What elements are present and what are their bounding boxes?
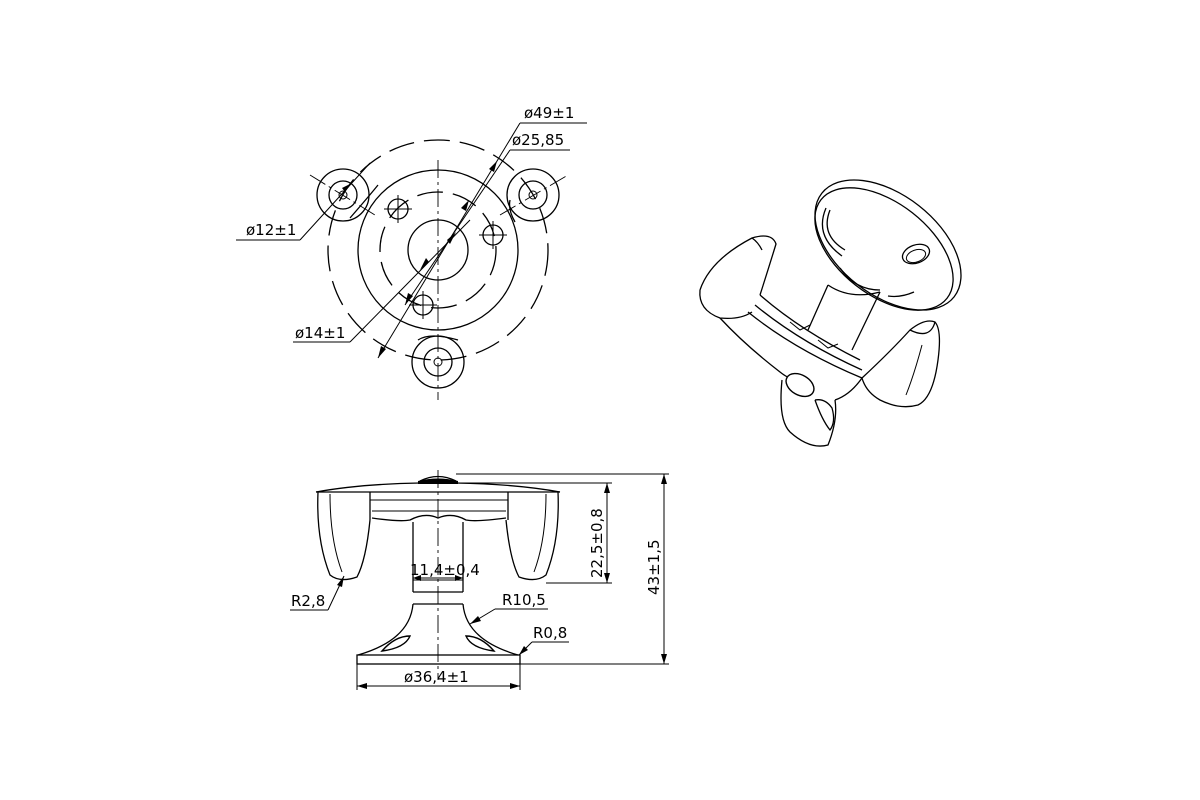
dim-base-line [356, 664, 521, 690]
left-arm [317, 491, 371, 581]
leader-center-diameter [293, 219, 471, 343]
lobe-bottom [411, 335, 465, 389]
iso-right-arm [834, 320, 941, 408]
right-arm [505, 491, 559, 581]
dim-center-diameter: ø14±1 [295, 324, 345, 342]
lobe-left [316, 168, 379, 222]
dim-outer-diameter: ø49±1 [524, 104, 574, 122]
dim-base-diameter: ø36,4±1 [404, 668, 469, 686]
iso-left-arm [699, 235, 796, 380]
leader-neck-radius [469, 608, 548, 625]
center-hole [407, 219, 469, 281]
top-cap [419, 475, 457, 482]
dim-knob-height-line [460, 482, 612, 584]
bolt-circle [379, 191, 497, 309]
leader-bolt-circle [404, 149, 570, 306]
dim-total-height-line [456, 473, 669, 665]
iso-stem [807, 267, 881, 351]
leader-small-radius [290, 575, 345, 611]
dim-small-radius: R2,8 [291, 592, 325, 610]
lobe-right [506, 168, 560, 223]
screw-hole-1 [384, 195, 412, 223]
leader-lobe-diameter [236, 162, 371, 241]
iso-base-disc [814, 179, 962, 311]
dim-bolt-circle: ø25,85 [512, 131, 564, 149]
leader-edge-radius [518, 641, 569, 656]
dim-edge-radius: R0,8 [533, 624, 567, 642]
top-view: ø49±1 ø25,85 ø12±1 ø14±1 [236, 104, 587, 400]
outer-diameter-circle [327, 139, 549, 361]
neck-right [462, 603, 519, 656]
base-slot-left [380, 635, 412, 652]
top-arms [315, 482, 561, 522]
neck-left [357, 603, 414, 656]
dim-neck-radius: R10,5 [502, 591, 546, 609]
dim-stem-line [413, 575, 463, 581]
dim-knob-height: 22,5±0,8 [588, 508, 606, 578]
base-slot-right [464, 635, 496, 652]
isometric-view [699, 179, 962, 447]
dim-stem-width: 11,4±0,4 [410, 561, 480, 579]
front-view: ø36,4±1 11,4±0,4 R2,8 R10,5 R0,8 [290, 470, 669, 690]
screw-hole-3 [409, 291, 437, 319]
iso-bottom-lobe [780, 372, 837, 447]
iso-bar [747, 294, 863, 379]
dim-lobe-diameter: ø12±1 [246, 221, 296, 239]
body-circle [357, 169, 519, 331]
dim-total-height: 43±1,5 [645, 539, 663, 595]
base-plate [356, 654, 521, 665]
screw-hole-2 [479, 221, 507, 249]
stem [412, 522, 464, 605]
